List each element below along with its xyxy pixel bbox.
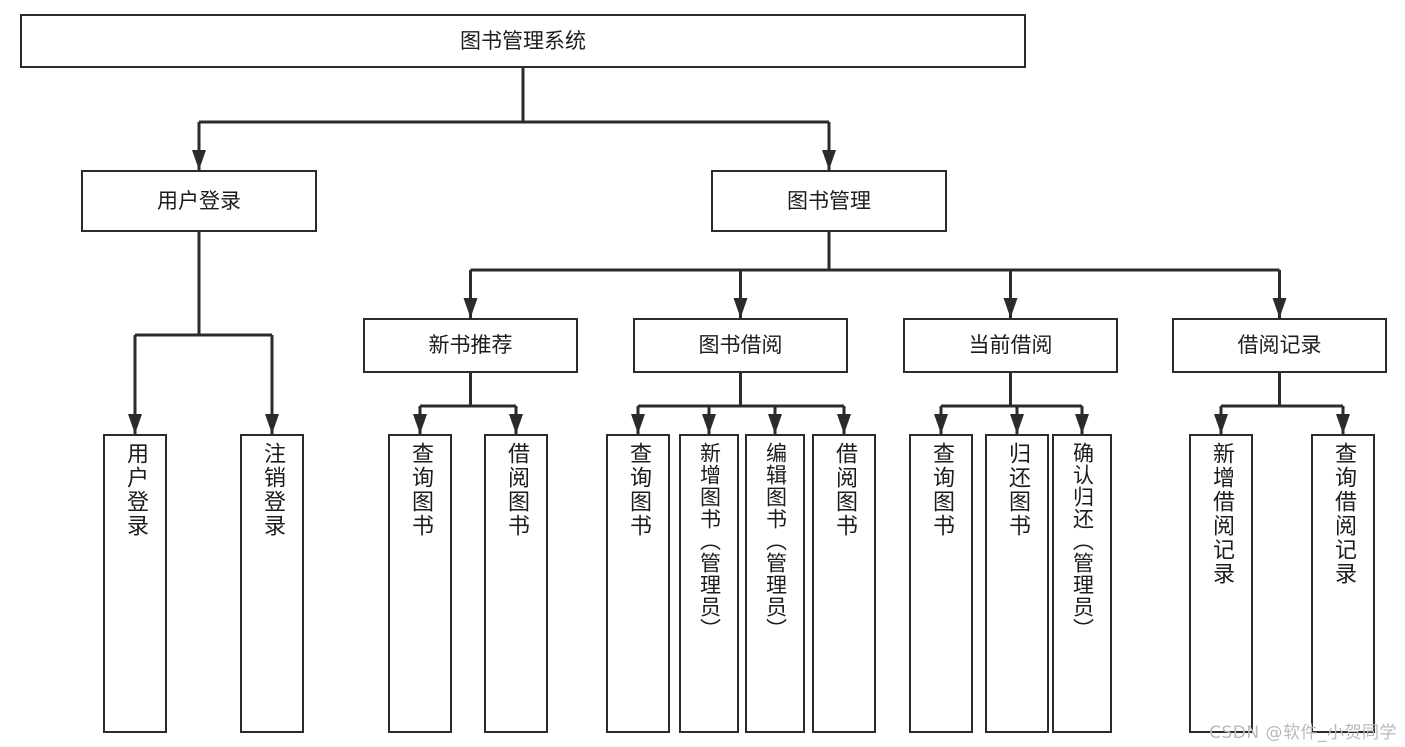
node-label: 当前借阅 <box>968 333 1053 358</box>
node-label: 新增借阅记录 <box>1209 442 1234 586</box>
node-label: 查询图书 <box>626 442 651 538</box>
node-leaf-edit-book[interactable]: 编辑图书（管理员） <box>745 434 805 733</box>
node-leaf-query-record[interactable]: 查询借阅记录 <box>1311 434 1375 733</box>
arrow-head <box>631 414 645 434</box>
arrow-head <box>822 150 836 170</box>
arrow-head <box>1075 414 1089 434</box>
node-label: 借阅图书 <box>504 442 529 538</box>
node-label: 确认归还（管理员） <box>1070 442 1095 640</box>
node-leaf-return-book[interactable]: 归还图书 <box>985 434 1049 733</box>
node-leaf-add-book[interactable]: 新增图书（管理员） <box>679 434 739 733</box>
node-user-login[interactable]: 用户登录 <box>81 170 317 232</box>
node-label: 归还图书 <box>1005 442 1030 538</box>
arrow-head <box>733 298 748 318</box>
node-label: 查询借阅记录 <box>1331 442 1356 586</box>
arrow-head <box>837 414 851 434</box>
node-leaf-confirm-return[interactable]: 确认归还（管理员） <box>1052 434 1112 733</box>
arrow-head <box>1336 414 1350 434</box>
node-label: 新增图书（管理员） <box>697 442 722 640</box>
node-book-borrow[interactable]: 图书借阅 <box>633 318 848 373</box>
arrow-head <box>1003 298 1018 318</box>
arrow-head <box>192 150 206 170</box>
node-leaf-borrow-book-1[interactable]: 借阅图书 <box>484 434 548 733</box>
node-new-book-rec[interactable]: 新书推荐 <box>363 318 578 373</box>
arrow-head <box>463 298 478 318</box>
arrow-head <box>1010 414 1024 434</box>
arrow-head <box>509 414 523 434</box>
node-label: 图书借阅 <box>698 333 783 358</box>
node-label: 图书管理 <box>787 188 871 213</box>
node-label: 借阅图书 <box>832 442 857 538</box>
node-root[interactable]: 图书管理系统 <box>20 14 1026 68</box>
node-label: 查询图书 <box>929 442 954 538</box>
node-label: 新书推荐 <box>428 333 513 358</box>
node-label: 注销登录 <box>260 442 285 538</box>
arrow-head <box>1272 298 1287 318</box>
node-label: 查询图书 <box>408 442 433 538</box>
node-label: 用户登录 <box>157 188 241 213</box>
arrow-head <box>702 414 716 434</box>
node-leaf-query-book-2[interactable]: 查询图书 <box>606 434 670 733</box>
node-book-manage[interactable]: 图书管理 <box>711 170 947 232</box>
node-leaf-user-logout[interactable]: 注销登录 <box>240 434 304 733</box>
node-leaf-borrow-book-2[interactable]: 借阅图书 <box>812 434 876 733</box>
node-label: 编辑图书（管理员） <box>763 442 788 640</box>
node-leaf-query-book-3[interactable]: 查询图书 <box>909 434 973 733</box>
node-borrow-record[interactable]: 借阅记录 <box>1172 318 1387 373</box>
arrow-head <box>265 414 279 434</box>
arrow-head <box>128 414 142 434</box>
arrow-head <box>413 414 427 434</box>
node-leaf-query-book-1[interactable]: 查询图书 <box>388 434 452 733</box>
node-label: 借阅记录 <box>1237 333 1322 358</box>
node-label: 用户登录 <box>123 442 148 538</box>
node-leaf-user-login[interactable]: 用户登录 <box>103 434 167 733</box>
node-label: 图书管理系统 <box>460 28 586 53</box>
arrow-head <box>934 414 948 434</box>
node-leaf-add-record[interactable]: 新增借阅记录 <box>1189 434 1253 733</box>
arrow-head <box>1214 414 1228 434</box>
arrow-head <box>768 414 782 434</box>
node-current-borrow[interactable]: 当前借阅 <box>903 318 1118 373</box>
